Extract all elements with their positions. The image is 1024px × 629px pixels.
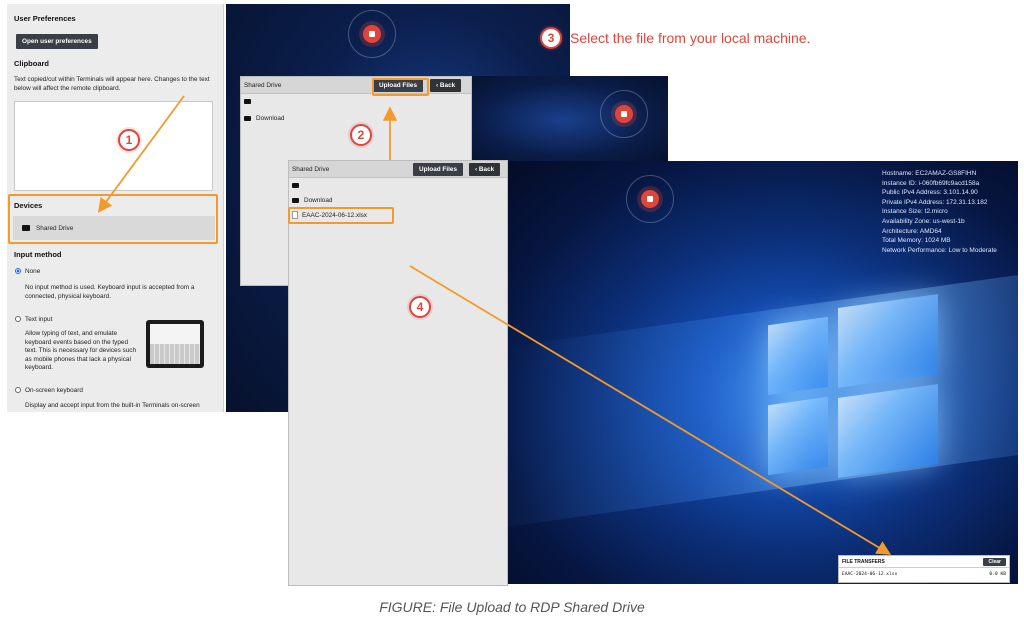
drive-icon xyxy=(292,183,299,188)
drive-root xyxy=(244,99,256,104)
upload-files-button[interactable]: Upload Files xyxy=(373,79,423,92)
radio-none-description: No input method is used. Keyboard input … xyxy=(25,284,195,300)
radio-text-input-description: Allow typing of text, and emulate keyboa… xyxy=(25,330,137,372)
shared-drive-window-front: Shared Drive Upload Files ‹ Back Downloa… xyxy=(288,160,508,586)
devices-shared-drive-item[interactable]: Shared Drive xyxy=(13,216,215,240)
file-item[interactable]: EAAC-2024-06-12.xlsx xyxy=(292,211,367,219)
transfer-row: EAAC-2024-06-12.xlsx 0.0 KB xyxy=(839,568,1009,581)
highlight-file xyxy=(288,207,394,224)
transfer-file-name: EAAC-2024-06-12.xlsx xyxy=(842,572,898,577)
step-2-badge: 2 xyxy=(350,124,372,146)
step-1-badge: 1 xyxy=(118,129,140,151)
radio-text-input[interactable] xyxy=(15,316,21,322)
devices-heading: Devices xyxy=(14,201,43,210)
radio-text-input-label: Text input xyxy=(25,316,53,323)
folder-name: Download xyxy=(304,197,333,204)
clipboard-description: Text copied/cut within Terminals will ap… xyxy=(14,76,210,92)
system-info-line: Private IPv4 Address: 172.31.13.182 xyxy=(882,198,988,206)
file-icon xyxy=(292,211,298,219)
system-info-line: Instance Size: t2.micro xyxy=(882,208,948,216)
arrow-step4 xyxy=(409,265,892,555)
open-user-preferences-button[interactable]: Open user preferences xyxy=(16,34,98,49)
step-3-badge: 3 xyxy=(540,27,562,49)
figure-caption: FIGURE: File Upload to RDP Shared Drive xyxy=(379,599,645,615)
back-button[interactable]: ‹ Back xyxy=(469,163,501,176)
remote-desktop-main: Hostname: EC2AMAZ-GS8FIHN Instance ID: i… xyxy=(506,161,1018,584)
back-button[interactable]: ‹ Back xyxy=(430,79,462,92)
file-transfers-panel: FILE TRANSFERS Clear EAAC-2024-06-12.xls… xyxy=(838,555,1010,583)
transfer-file-size: 0.0 KB xyxy=(989,572,1006,577)
devices-item-label: Shared Drive xyxy=(36,224,74,232)
radio-on-screen-keyboard-label: On-screen keyboard xyxy=(25,387,83,394)
tablet-keyboard-image xyxy=(146,320,204,368)
step-3-text: Select the file from your local machine. xyxy=(570,30,811,46)
drive-root xyxy=(292,183,304,188)
system-info-line: Architecture: AMD64 xyxy=(882,227,942,235)
system-info-line: Network Performance: Low to Moderate xyxy=(882,246,997,254)
drive-icon xyxy=(22,225,30,231)
folder-icon xyxy=(292,198,299,203)
highlight-upload-back xyxy=(372,78,429,96)
drive-title: Shared Drive xyxy=(292,166,330,173)
folder-item[interactable]: Download xyxy=(244,115,284,122)
clear-transfers-button[interactable]: Clear xyxy=(983,557,1006,566)
input-method-heading: Input method xyxy=(14,250,62,259)
drive-icon xyxy=(244,99,251,104)
recording-indicator-icon xyxy=(626,175,674,223)
folder-icon xyxy=(244,116,251,121)
folder-item[interactable]: Download xyxy=(292,197,332,204)
radio-none[interactable] xyxy=(15,268,21,274)
arrow-step1 xyxy=(97,95,185,213)
highlight-devices xyxy=(8,194,218,244)
file-name: EAAC-2024-06-12.xlsx xyxy=(302,211,368,219)
user-preferences-heading: User Preferences xyxy=(14,14,76,23)
drive-toolbar: Shared Drive Upload Files ‹ Back xyxy=(289,161,507,178)
remote-desktop-background-2 xyxy=(460,76,668,164)
recording-indicator-icon xyxy=(600,90,648,138)
drive-toolbar: Shared Drive Upload Files ‹ Back xyxy=(241,77,471,94)
clipboard-heading: Clipboard xyxy=(14,59,49,68)
system-info-line: Public IPv4 Address: 3.101.14.90 xyxy=(882,189,978,197)
radio-none-label: None xyxy=(25,268,41,275)
step-4-badge: 4 xyxy=(409,296,431,318)
system-info-line: Instance ID: i-060fb69fc9acd158a xyxy=(882,179,980,187)
drive-title: Shared Drive xyxy=(244,82,282,89)
recording-indicator-icon xyxy=(348,10,396,58)
upload-files-button[interactable]: Upload Files xyxy=(413,163,463,176)
back-button-label: Back xyxy=(439,82,456,89)
folder-name: Download xyxy=(256,115,285,122)
system-info-line: Availability Zone: us-west-1b xyxy=(882,217,965,225)
back-button-label: Back xyxy=(478,166,495,173)
system-info-line: Total Memory: 1024 MB xyxy=(882,237,951,245)
radio-on-screen-keyboard[interactable] xyxy=(15,387,21,393)
radio-on-screen-keyboard-description: Display and accept input from the built-… xyxy=(25,402,200,409)
system-info-line: Hostname: EC2AMAZ-GS8FIHN xyxy=(882,170,977,177)
file-transfers-title: FILE TRANSFERS xyxy=(842,558,885,565)
system-info-overlay: Hostname: EC2AMAZ-GS8FIHN Instance ID: i… xyxy=(882,169,1018,255)
